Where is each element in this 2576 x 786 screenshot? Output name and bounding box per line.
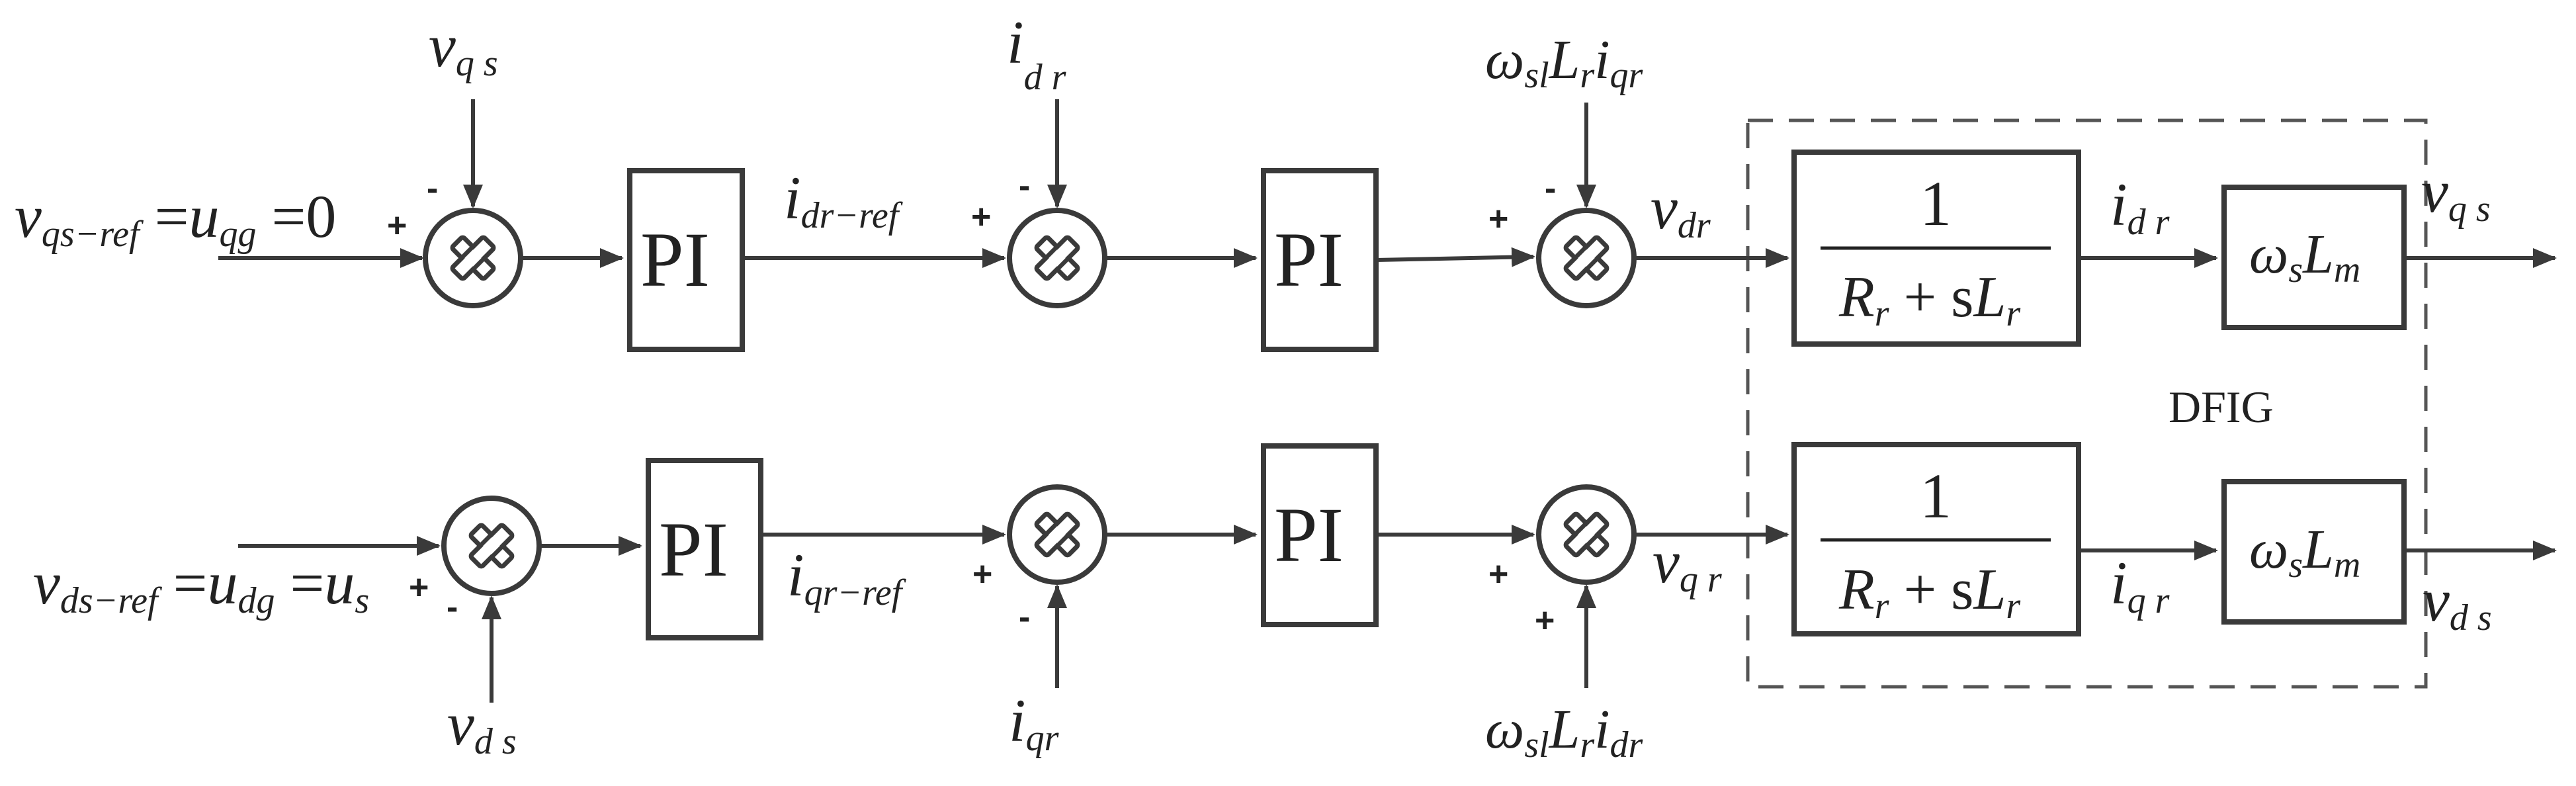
top-pi1-output-label: idr−ref	[784, 164, 904, 236]
bottom-pi1-output-label: iqr−ref	[787, 541, 907, 613]
top-sum2-minus-sign: -	[1019, 167, 1030, 205]
svg-text:PI: PI	[640, 216, 710, 303]
top-feedback1-label: vq s	[429, 12, 498, 84]
dfig-boundary	[1746, 118, 2428, 689]
bottom-sum2-minus-sign: -	[1019, 598, 1030, 636]
multiply-circle-icon	[1563, 235, 1610, 281]
multiply-circle-icon	[1034, 511, 1080, 558]
svg-text:ωsLm: ωsLm	[2249, 519, 2360, 586]
top-sum3-plus-sign: +	[1488, 200, 1508, 238]
svg-text:PI: PI	[659, 506, 728, 593]
bottom-summing-junction-2	[1007, 484, 1107, 585]
top-reference-label: vqs−ref =uqg =0	[15, 183, 336, 255]
bottom-sum3-output-label: vq r	[1653, 528, 1722, 600]
top-tf-output-label: id r	[2110, 171, 2170, 243]
multiply-circle-icon	[450, 235, 496, 281]
bottom-rotor-transfer-function-block: 1 Rr + sLr	[1791, 442, 2081, 636]
top-pi2-to-sum3-arrow	[1375, 247, 1535, 267]
top-sum1-minus-sign: -	[427, 169, 438, 208]
bottom-sum2-plus-sign: +	[972, 555, 992, 593]
multiply-circle-icon	[468, 523, 515, 569]
bottom-summing-junction-3	[1536, 484, 1637, 585]
bottom-gain-block: ωsLm	[2221, 479, 2407, 625]
svg-text:ωsLm: ωsLm	[2249, 224, 2360, 290]
bottom-summing-junction-1	[441, 496, 542, 596]
bottom-coupling-label: ωslLridr	[1485, 699, 1643, 765]
top-rotor-transfer-function-block: 1 Rr + sLr	[1791, 150, 2081, 347]
bottom-sum3-plus-sign-bottom: +	[1535, 601, 1555, 640]
bottom-pi-controller-1: PI	[646, 458, 763, 640]
top-gain-block: ωsLm	[2221, 185, 2407, 330]
top-summing-junction-3	[1536, 208, 1637, 308]
bottom-sum1-plus-sign: +	[409, 568, 429, 607]
bottom-feedback2-label: iqr	[1009, 687, 1059, 759]
bottom-sum3-plus-sign-left: +	[1488, 555, 1508, 593]
bottom-reference-label: vds−ref =udg =us	[33, 549, 369, 621]
top-sum3-output-label: vdr	[1651, 174, 1711, 246]
bottom-pi-controller-2: PI	[1261, 443, 1379, 627]
top-pi-controller-2: PI	[1261, 168, 1379, 352]
svg-text:PI: PI	[1274, 492, 1344, 578]
bottom-tf-output-label: iq r	[2110, 549, 2170, 621]
svg-text:1: 1	[1920, 168, 1952, 239]
top-output-label: vq s	[2421, 157, 2491, 230]
svg-text:1: 1	[1920, 460, 1952, 531]
dfig-label: DFIG	[2168, 382, 2274, 432]
top-summing-junction-1	[423, 208, 523, 308]
top-summing-junction-2	[1007, 208, 1107, 308]
svg-text:Rr + sLr: Rr + sLr	[1838, 265, 2020, 334]
top-sum1-plus-sign: +	[387, 206, 407, 245]
top-pi-controller-1: PI	[627, 168, 745, 352]
multiply-circle-icon	[1034, 235, 1080, 281]
top-coupling-label: ωslLriqr	[1485, 29, 1643, 96]
top-sum2-plus-sign: +	[971, 198, 991, 236]
bottom-sum1-minus-sign: -	[447, 588, 458, 627]
bottom-output-label: vd s	[2423, 566, 2492, 638]
top-sum3-minus-sign: -	[1545, 169, 1556, 208]
svg-text:PI: PI	[1274, 216, 1344, 303]
top-feedback2-label: id r	[1007, 9, 1066, 98]
bottom-feedback1-label: vd s	[447, 690, 517, 762]
svg-text:Rr + sLr: Rr + sLr	[1838, 558, 2020, 627]
multiply-circle-icon	[1563, 511, 1610, 558]
